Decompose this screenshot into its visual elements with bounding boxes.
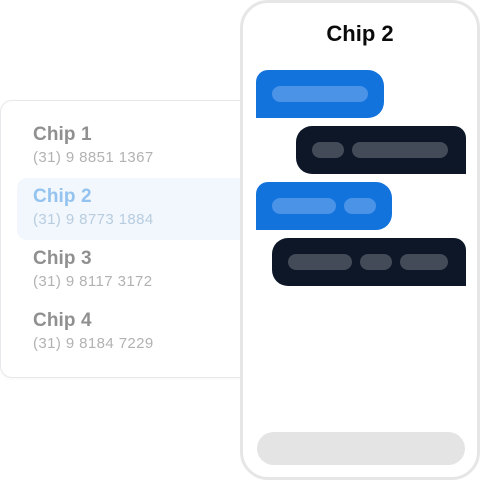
outgoing-message-bubble bbox=[272, 238, 466, 286]
message-placeholder-line bbox=[344, 198, 376, 214]
incoming-message-bubble bbox=[256, 70, 384, 118]
chip-list-item-4[interactable]: Chip 4 (31) 9 8184 7229 bbox=[17, 302, 301, 364]
chip-list-item-3[interactable]: Chip 3 (31) 9 8117 3172 bbox=[17, 240, 301, 302]
chip-list-item-1[interactable]: Chip 1 (31) 9 8851 1367 bbox=[17, 116, 301, 178]
message-placeholder-line bbox=[352, 142, 448, 158]
chip-name: Chip 2 bbox=[33, 186, 92, 207]
message-placeholder-line bbox=[288, 254, 352, 270]
message-placeholder-line bbox=[272, 86, 368, 102]
chat-title: Chip 2 bbox=[326, 21, 394, 46]
incoming-message-bubble bbox=[256, 182, 392, 230]
outgoing-message-bubble bbox=[296, 126, 466, 174]
chip-phone: (31) 9 8851 1367 bbox=[33, 149, 154, 166]
chip-phone: (31) 9 8184 7229 bbox=[33, 335, 154, 352]
message-placeholder-line bbox=[272, 198, 336, 214]
message-composer-input[interactable] bbox=[257, 432, 465, 465]
phone-chat-preview: Chip 2 bbox=[240, 0, 480, 480]
chip-name: Chip 3 bbox=[33, 248, 92, 269]
chip-phone: (31) 9 8117 3172 bbox=[33, 273, 153, 290]
message-placeholder-line bbox=[312, 142, 344, 158]
chip-name: Chip 1 bbox=[33, 124, 92, 145]
chip-name: Chip 4 bbox=[33, 310, 92, 331]
chip-phone: (31) 9 8773 1884 bbox=[33, 211, 154, 228]
message-placeholder-line bbox=[360, 254, 392, 270]
message-placeholder-line bbox=[400, 254, 448, 270]
